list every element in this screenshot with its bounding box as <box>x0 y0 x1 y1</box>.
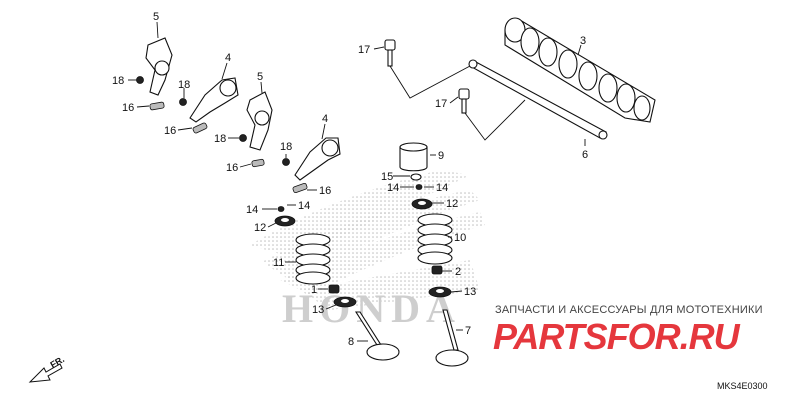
label-15: 15 <box>381 171 393 183</box>
spring-seat-13-right <box>428 286 452 298</box>
diagram-code: MKS4E0300 <box>717 381 768 391</box>
retainer-12-left <box>274 215 296 227</box>
leader-lines <box>128 21 586 342</box>
nut-18-d <box>282 158 290 166</box>
pin-16-b <box>192 122 208 134</box>
valve-spring-11 <box>295 233 331 285</box>
label-14d: 14 <box>436 182 448 194</box>
watermark-subtitle: ЗАПЧАСТИ И АКСЕССУАРЫ ДЛЯ МОТОТЕХНИКИ <box>495 304 763 316</box>
valve-spring-10 <box>417 213 453 265</box>
label-6: 6 <box>582 149 588 161</box>
retainer-12-right <box>411 198 433 210</box>
rocker-arm-4-right <box>294 137 341 181</box>
nut-18-b <box>179 98 187 106</box>
part-number-labels: 5 18 16 18 16 4 18 5 16 18 4 16 14 14 12… <box>112 11 588 348</box>
pin-16-c <box>251 158 265 168</box>
cotter-14-right <box>415 184 423 190</box>
label-16c: 16 <box>226 162 238 174</box>
label-18b: 18 <box>178 79 190 91</box>
label-13a: 13 <box>312 304 324 316</box>
label-18c: 18 <box>214 133 226 145</box>
bolt-17-leader-2 <box>464 99 526 141</box>
nut-18-a <box>136 76 144 84</box>
camshaft <box>504 17 656 123</box>
label-8: 8 <box>348 336 354 348</box>
label-12b: 12 <box>446 198 458 210</box>
label-14a: 14 <box>246 204 258 216</box>
label-16a: 16 <box>122 102 134 114</box>
label-18d: 18 <box>280 141 292 153</box>
label-16d: 16 <box>319 185 331 197</box>
intake-valve-8 <box>354 311 400 361</box>
label-9: 9 <box>438 150 444 162</box>
stem-seal-1 <box>328 284 340 294</box>
label-16b: 16 <box>164 125 176 137</box>
label-1: 1 <box>311 284 317 296</box>
label-10: 10 <box>454 232 466 244</box>
shim-15 <box>410 173 422 181</box>
svg-text:HONDA: HONDA <box>282 286 461 331</box>
front-direction-arrow-icon <box>28 363 63 383</box>
rocker-arm-4-left <box>189 77 239 123</box>
label-11: 11 <box>273 257 284 269</box>
bolt-17-upper <box>384 39 396 67</box>
nut-18-c <box>239 134 247 142</box>
label-4a: 4 <box>225 52 231 64</box>
label-12a: 12 <box>254 222 266 234</box>
label-17b: 17 <box>435 98 447 110</box>
stem-seal-2 <box>431 265 443 275</box>
label-13b: 13 <box>464 286 476 298</box>
label-18a: 18 <box>112 75 124 87</box>
label-2: 2 <box>455 266 461 278</box>
label-3: 3 <box>580 35 586 47</box>
label-14b: 14 <box>298 200 310 212</box>
pin-16-a <box>149 101 165 111</box>
valve-lifter-9 <box>399 142 428 172</box>
bolt-17-lower <box>458 88 470 114</box>
label-4b: 4 <box>322 113 328 125</box>
cotter-14-left <box>277 206 285 212</box>
spring-seat-13-left <box>333 296 357 308</box>
exhaust-valve-7 <box>435 309 469 367</box>
label-5a: 5 <box>153 11 159 23</box>
rocker-arm-shaft <box>468 59 608 140</box>
rocker-arm-5-left <box>145 37 173 96</box>
pin-16-d <box>292 182 308 194</box>
label-7: 7 <box>465 325 471 337</box>
label-17a: 17 <box>358 44 370 56</box>
label-14c: 14 <box>387 182 399 194</box>
rocker-arm-5-right <box>246 91 273 151</box>
bolt-17-leader <box>389 65 471 99</box>
watermark-brand: PARTSFOR.RU <box>493 316 740 357</box>
label-5b: 5 <box>257 71 263 83</box>
